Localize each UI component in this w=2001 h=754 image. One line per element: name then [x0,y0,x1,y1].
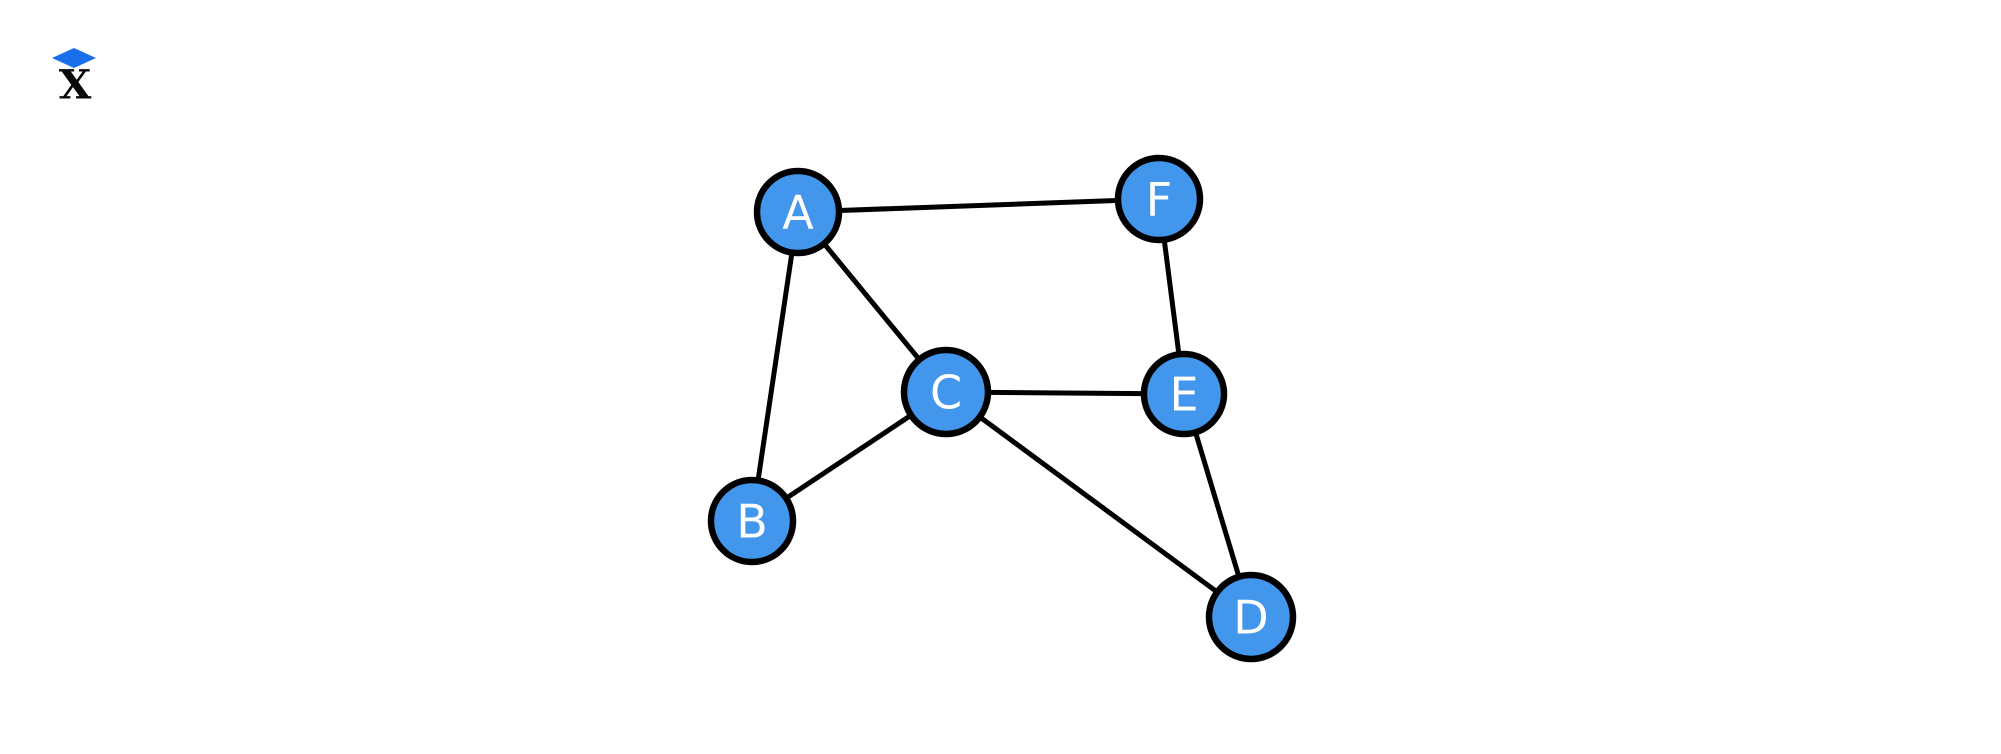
node-circle-F [1114,154,1204,244]
node-circle-D [1205,571,1297,663]
node-circle-B [707,476,797,566]
node-circle-C [900,346,992,438]
node-circle-A [753,167,843,257]
node-F: F [1114,154,1204,244]
node-A: A [753,167,843,257]
edge-C-D [943,389,1254,620]
node-E: E [1140,350,1228,438]
brand-logo: X [50,48,98,106]
node-B: B [707,476,797,566]
logo-letter: X [58,61,92,108]
node-C: C [900,346,992,438]
node-D: D [1205,571,1297,663]
node-circle-E [1140,350,1228,438]
edge-A-B [749,209,801,524]
edge-A-F [795,196,1162,215]
logo-diamond-icon [52,48,96,68]
